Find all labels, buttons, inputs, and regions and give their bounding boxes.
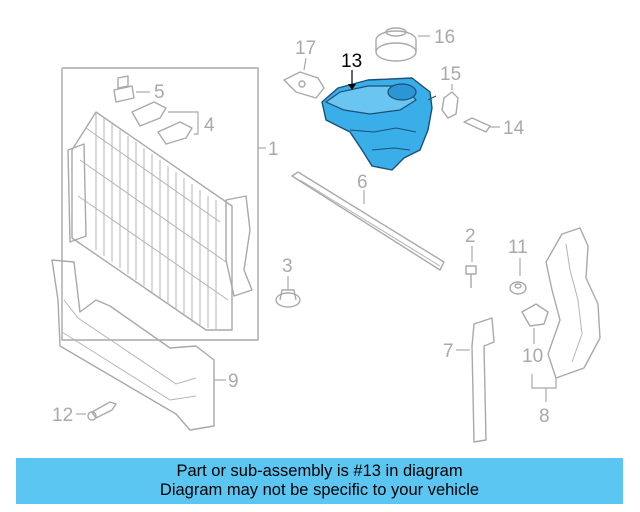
callout-2: 2 [465,226,476,247]
bolt-part-12 [76,401,117,421]
cap-part-16 [375,27,430,62]
bolt-part-5 [113,75,150,103]
strut-part-7 [456,317,495,443]
callout-1: 1 [268,139,279,160]
coolant-reservoir-part-13 [321,70,437,171]
callout-8: 8 [539,406,550,427]
radiator-part [61,67,266,341]
callout-7: 7 [443,341,454,362]
callout-10: 10 [522,346,543,367]
nut-part-11 [509,258,527,295]
callout-5: 5 [154,82,165,103]
callout-15: 15 [440,64,461,85]
callout-14: 14 [503,118,525,139]
bolt-part-2 [465,246,477,288]
callout-6: 6 [357,172,368,193]
callout-4: 4 [204,115,215,136]
clip-part-10 [521,303,549,344]
callout-11: 11 [508,237,528,258]
callout-3: 3 [282,256,293,277]
banner-line-1: Part or sub-assembly is #13 in diagram [176,462,463,480]
lower-frame-part-9 [51,259,226,431]
grommet-part-3 [275,276,301,308]
callout-16: 16 [434,27,455,48]
callout-17: 17 [295,38,316,59]
banner-line-2: Diagram may not be specific to your vehi… [159,481,480,499]
callout-12: 12 [52,405,73,426]
bracket-part-4 [131,101,199,145]
callout-9: 9 [228,371,239,392]
plug-part-14 [463,117,500,133]
sensor-part-15 [441,84,459,119]
air-deflector-part-8 [531,227,601,402]
bracket-part-17 [283,57,325,99]
air-guide-part-6 [291,171,445,271]
callout-13: 13 [341,51,362,72]
info-banner: Part or sub-assembly is #13 in diagram D… [16,458,623,504]
